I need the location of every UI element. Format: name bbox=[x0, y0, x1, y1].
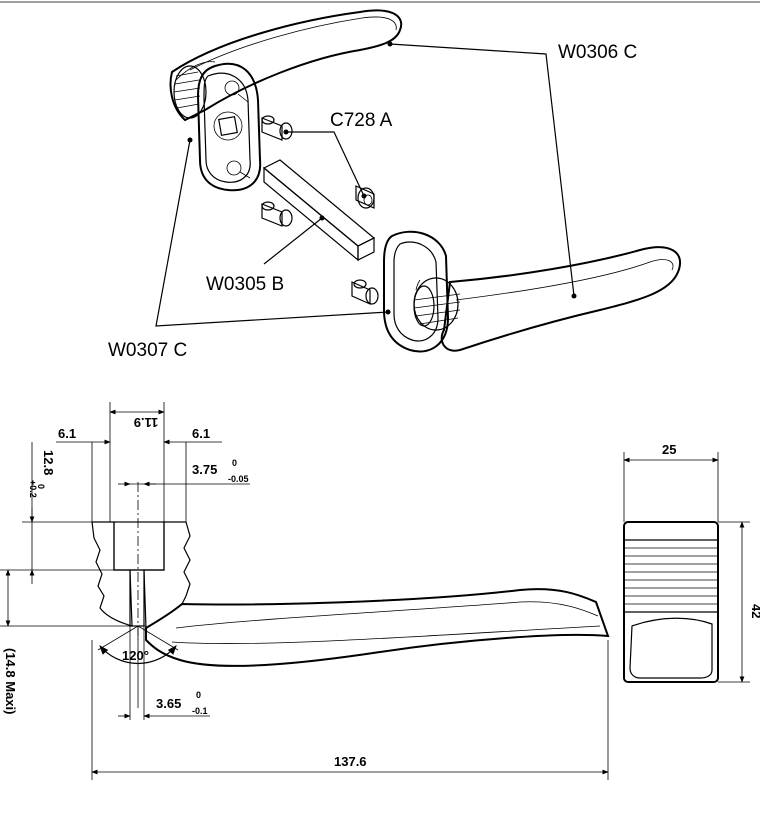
dim-bore-diameter: 11.9 bbox=[134, 415, 159, 430]
screw-4 bbox=[351, 279, 379, 305]
boss-right-section bbox=[143, 521, 191, 630]
dim-angle: 120° bbox=[122, 648, 149, 663]
leader-spindle bbox=[263, 217, 323, 265]
leader-lever-handles bbox=[155, 139, 389, 327]
boss-left-section bbox=[91, 521, 133, 627]
dim-spindle-square: 3.75 bbox=[192, 462, 217, 477]
lever-section-view bbox=[91, 482, 610, 708]
dim-pin-tol-upper: 0 bbox=[196, 690, 201, 700]
lower-lever-handle bbox=[440, 246, 681, 352]
upper-lever-handle bbox=[169, 9, 403, 122]
square-spindle bbox=[262, 159, 376, 262]
dimensions bbox=[0, 402, 750, 780]
label-screws: C728 A bbox=[330, 110, 393, 131]
dim-pin-tol-lower: -0.1 bbox=[192, 706, 208, 716]
exploded-view bbox=[155, 9, 681, 353]
leader-rose-ring bbox=[389, 43, 575, 297]
dim-bore-depth: 12.8 bbox=[41, 450, 56, 475]
label-rose-ring: W0306 C bbox=[558, 42, 637, 63]
screw-2 bbox=[261, 201, 293, 227]
dim-overall-length: 137.6 bbox=[334, 754, 367, 769]
front-rose bbox=[383, 230, 450, 353]
lever-end-view bbox=[623, 521, 719, 683]
dim-rose-height: 42 bbox=[749, 604, 760, 618]
dim-bore-depth-tol-upper: +0.2 bbox=[28, 480, 38, 498]
upper-lever-thread bbox=[173, 65, 207, 119]
screw-1 bbox=[261, 115, 293, 141]
lower-lever-thread bbox=[413, 277, 461, 331]
dim-max-depth: (14.8 Maxi) bbox=[3, 648, 18, 714]
dim-spindle-tol-upper: 0 bbox=[232, 458, 237, 468]
lever-arm-profile bbox=[145, 588, 610, 667]
label-spindle: W0305 B bbox=[206, 274, 284, 295]
dim-spindle-tol-lower: -0.05 bbox=[228, 474, 249, 484]
dim-rose-width: 25 bbox=[662, 442, 676, 457]
dim-bore-depth-tol-lower: 0 bbox=[36, 484, 46, 489]
dim-left-offset: 6.1 bbox=[58, 426, 76, 441]
rose-plate bbox=[196, 62, 262, 192]
leader-screws bbox=[286, 131, 365, 197]
dim-right-offset: 6.1 bbox=[192, 426, 210, 441]
screw-3 bbox=[355, 185, 375, 209]
label-lever-handles: W0307 C bbox=[108, 340, 187, 361]
dim-pin-size: 3.65 bbox=[156, 696, 181, 711]
